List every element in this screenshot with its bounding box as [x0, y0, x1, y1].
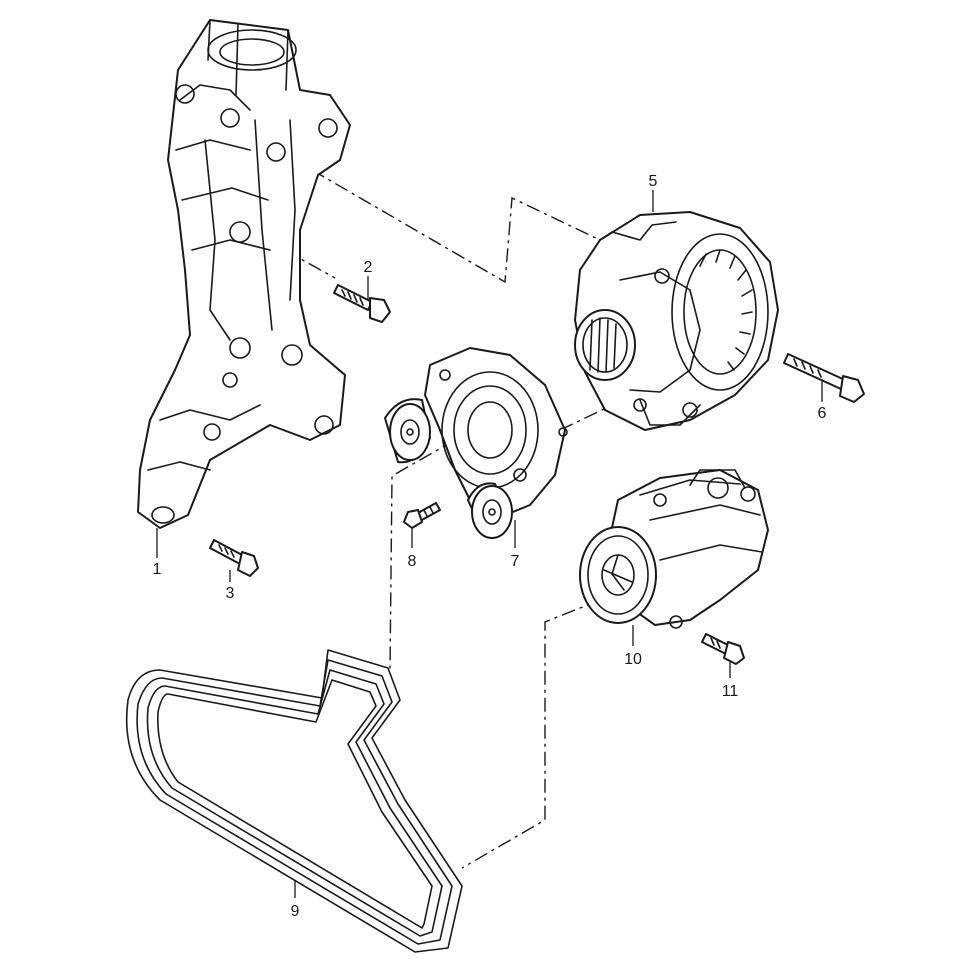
ac-compressor-part — [579, 469, 769, 629]
callout-8: 8 — [408, 553, 417, 570]
tensioner-pulley-part — [467, 482, 513, 539]
idler-pulley-upper-part — [384, 398, 431, 464]
callout-10: 10 — [624, 651, 642, 668]
alternator-part — [574, 211, 779, 431]
callout-5: 5 — [649, 173, 658, 190]
callout-9: 9 — [291, 903, 300, 920]
callout-11: 11 — [722, 683, 739, 700]
bolt-8-part — [403, 502, 441, 529]
drive-belt-part — [125, 649, 463, 953]
callout-2: 2 — [364, 259, 373, 276]
callout-6: 6 — [818, 405, 827, 422]
bracket-part — [137, 19, 351, 529]
callout-3: 3 — [226, 585, 235, 602]
callout-1: 1 — [153, 561, 162, 578]
leader-lines — [156, 190, 823, 898]
bolt-3-part — [209, 539, 259, 577]
bolt-2-part — [333, 284, 391, 323]
bolt-6-part — [783, 353, 865, 403]
callout-7: 7 — [511, 553, 520, 570]
callout-labels: 1 2 3 5 6 7 8 9 10 11 — [153, 173, 827, 920]
idler-bracket-part — [424, 347, 568, 519]
bolt-11-part — [701, 633, 745, 665]
